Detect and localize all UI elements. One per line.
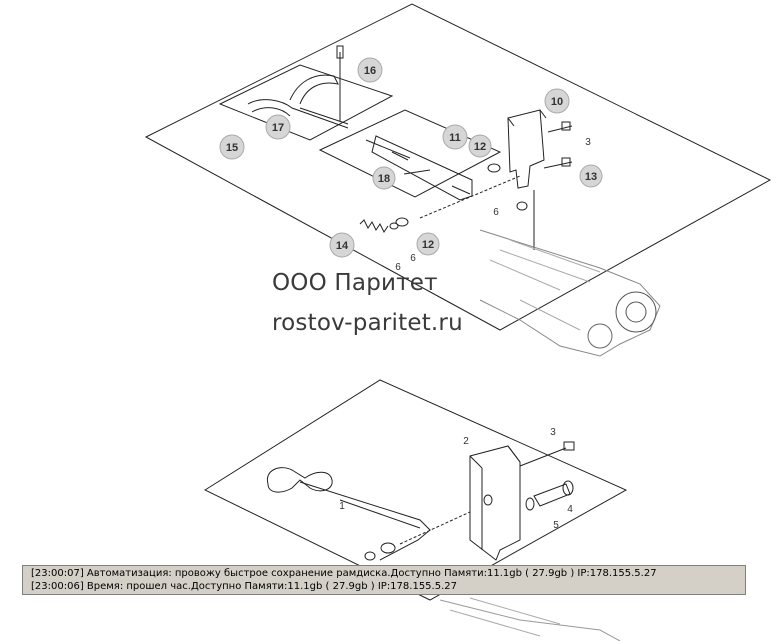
callout-top-9: 6 <box>493 207 499 218</box>
callout-number: 6 <box>410 253 416 264</box>
callout-bottom-2: 1 <box>339 501 345 512</box>
hook-part <box>247 74 349 129</box>
callout-top-1: 17 <box>265 114 291 140</box>
callout-top-3: 11 <box>442 124 468 150</box>
callout-number: 15 <box>226 142 238 154</box>
callout-top-6: 3 <box>585 137 591 148</box>
callout-number: 3 <box>585 137 591 148</box>
callout-top-4: 12 <box>468 134 492 158</box>
callout-top-8: 18 <box>372 166 396 190</box>
log-panel: [23:00:07] Автоматизация: провожу быстро… <box>22 565 746 595</box>
callout-bottom-0: 2 <box>463 436 469 447</box>
plate-11 <box>371 135 473 201</box>
callout-number: 10 <box>551 96 563 108</box>
callout-top-13: 6 <box>410 253 416 264</box>
log-line: [23:00:07] Автоматизация: провожу быстро… <box>31 568 657 579</box>
callout-number: 6 <box>493 207 499 218</box>
callout-number: 12 <box>422 239 434 251</box>
loop-bar-1 <box>266 467 333 493</box>
watermark-company: ООО Паритет <box>272 270 438 296</box>
watermark-website: rostov-paritet.ru <box>272 310 463 336</box>
bottom-plate <box>203 379 628 601</box>
callout-top-2: 15 <box>219 134 245 160</box>
callout-number: 17 <box>272 122 284 134</box>
callout-number: 5 <box>553 520 559 531</box>
spring-14 <box>359 219 389 233</box>
callout-number: 14 <box>336 240 349 252</box>
bracket-10 <box>507 109 545 189</box>
callout-top-0: 16 <box>357 57 383 83</box>
callout-top-10: 14 <box>329 232 355 258</box>
callout-number: 3 <box>550 427 556 438</box>
callout-number: 11 <box>449 132 461 144</box>
callout-number: 1 <box>339 501 345 512</box>
callout-bottom-3: 4 <box>567 504 573 515</box>
callout-number: 12 <box>474 141 486 153</box>
callout-bottom-1: 3 <box>550 427 556 438</box>
callout-bottom-4: 5 <box>553 520 559 531</box>
callout-top-11: 12 <box>416 232 440 256</box>
callout-number: 4 <box>567 504 573 515</box>
callout-number: 6 <box>395 262 401 273</box>
callout-top-5: 10 <box>544 88 570 114</box>
top-plate <box>144 3 772 331</box>
lever-arm-top <box>479 229 661 357</box>
callout-number: 13 <box>585 171 597 183</box>
callout-number: 16 <box>364 65 376 77</box>
callout-number: 18 <box>378 173 390 185</box>
callout-top-12: 6 <box>395 262 401 273</box>
callout-number: 2 <box>463 436 469 447</box>
log-line: [23:00:06] Время: прошел час.Доступно Па… <box>31 581 457 592</box>
callout-top-7: 13 <box>579 164 603 188</box>
